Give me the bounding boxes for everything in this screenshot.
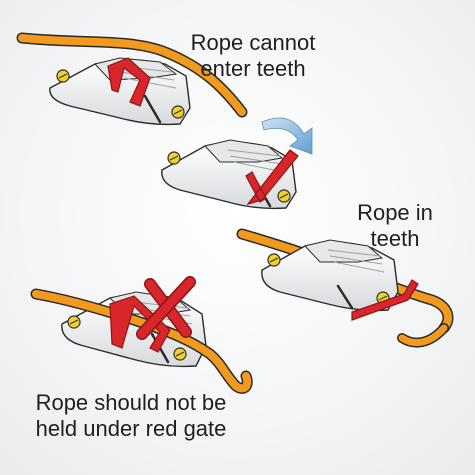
scene-rope-under-gate [30, 276, 253, 394]
red-gate [107, 57, 151, 107]
curved-arrow-icon [261, 117, 313, 155]
caption-rope-under-red-gate: Rope should not be held under red gate [35, 390, 227, 441]
cross-icon [136, 276, 196, 340]
scene-gate-lifted [161, 139, 299, 210]
red-gate [109, 295, 171, 353]
red-gate [351, 279, 419, 321]
red-gate [245, 149, 299, 206]
scene-rope-in-teeth [236, 228, 454, 348]
caption-rope-cannot-enter-teeth: Rope cannot enter teeth [190, 30, 316, 81]
caption-rope-in-teeth: Rope in teeth [357, 200, 433, 251]
scene-rope-cannot-enter [16, 32, 248, 126]
